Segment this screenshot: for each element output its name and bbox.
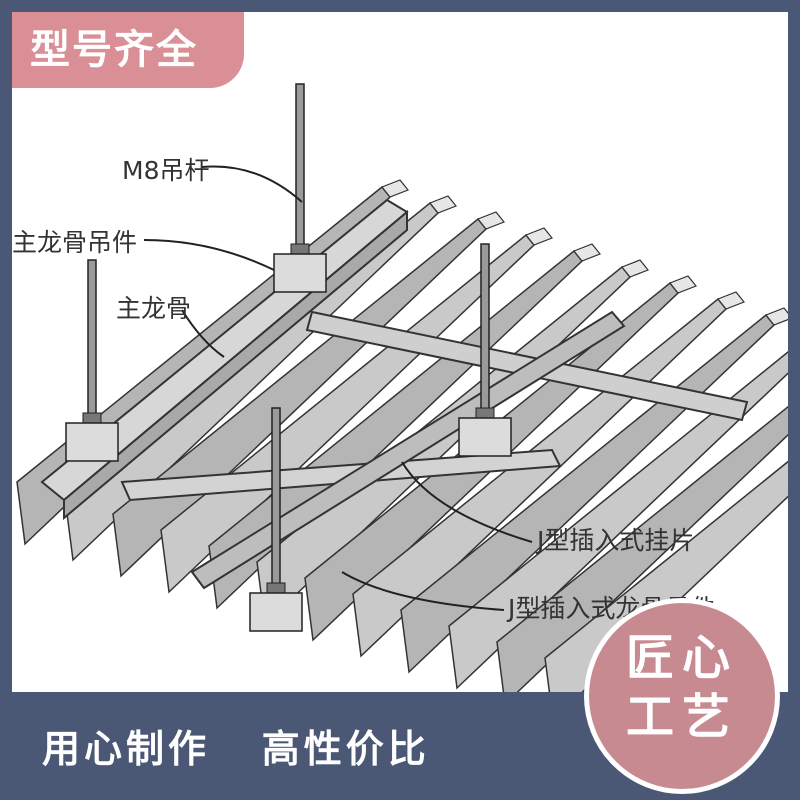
suspension-rod bbox=[458, 243, 512, 457]
j-keel bbox=[120, 310, 749, 590]
ceiling-installation-diagram bbox=[16, 83, 788, 692]
ceiling-blade-lip bbox=[477, 211, 505, 230]
slogan-left: 用心制作 bbox=[42, 727, 211, 771]
ceiling-blade-lip bbox=[381, 179, 409, 198]
label-j-clip: J型插入式挂片 bbox=[537, 526, 695, 555]
suspension-rod bbox=[273, 83, 327, 293]
ceiling-blade-lip bbox=[717, 291, 745, 310]
ceiling-blade-lip bbox=[669, 275, 697, 294]
badge-line-1: 匠心 bbox=[625, 630, 738, 686]
craft-badge: 匠心 工艺 bbox=[584, 598, 780, 794]
suspension-rod bbox=[65, 259, 119, 462]
suspension-rod bbox=[249, 407, 303, 632]
m8-suspension-rods bbox=[65, 83, 512, 632]
model-tag: 型号齐全 bbox=[12, 12, 244, 88]
slogan-right: 高性价比 bbox=[261, 727, 430, 771]
slogan: 用心制作 高性价比 bbox=[42, 718, 430, 773]
ceiling-blade-lip bbox=[621, 259, 649, 278]
diagram-panel: M8吊杆 主龙骨吊件 主龙骨 J型插入式挂片 J型插入式龙骨吊件 型号齐全 bbox=[12, 12, 788, 692]
ceiling-blade-lip bbox=[429, 195, 457, 214]
label-m8-rod: M8吊杆 bbox=[122, 156, 210, 185]
ceiling-blade bbox=[496, 405, 788, 692]
badge-line-2: 工艺 bbox=[625, 688, 738, 745]
label-main-keel: 主龙骨 bbox=[116, 294, 192, 323]
leader-lines bbox=[143, 165, 533, 611]
ceiling-blade bbox=[448, 351, 788, 690]
ceiling-blade-lip bbox=[525, 227, 553, 246]
label-main-keel-hanger: 主龙骨吊件 bbox=[12, 228, 138, 257]
ceiling-blade-lip bbox=[573, 243, 601, 262]
ceiling-blade-lip bbox=[765, 307, 788, 326]
